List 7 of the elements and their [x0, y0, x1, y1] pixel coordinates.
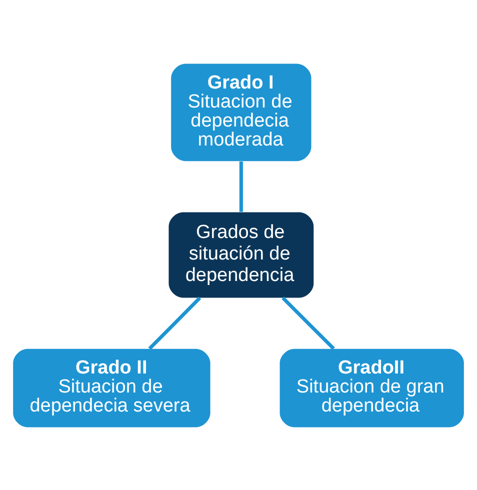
node-box: Grado II Situacion de dependecia severa	[13, 348, 210, 427]
connector	[239, 161, 243, 212]
node-box: Grado I Situacion de dependecia moderada	[171, 63, 312, 161]
connector	[148, 296, 202, 350]
node-box: GradoII Situacion de gran dependecia	[280, 348, 464, 427]
connector	[282, 296, 335, 350]
node-box: Grados de situación de dependencia	[168, 212, 314, 298]
